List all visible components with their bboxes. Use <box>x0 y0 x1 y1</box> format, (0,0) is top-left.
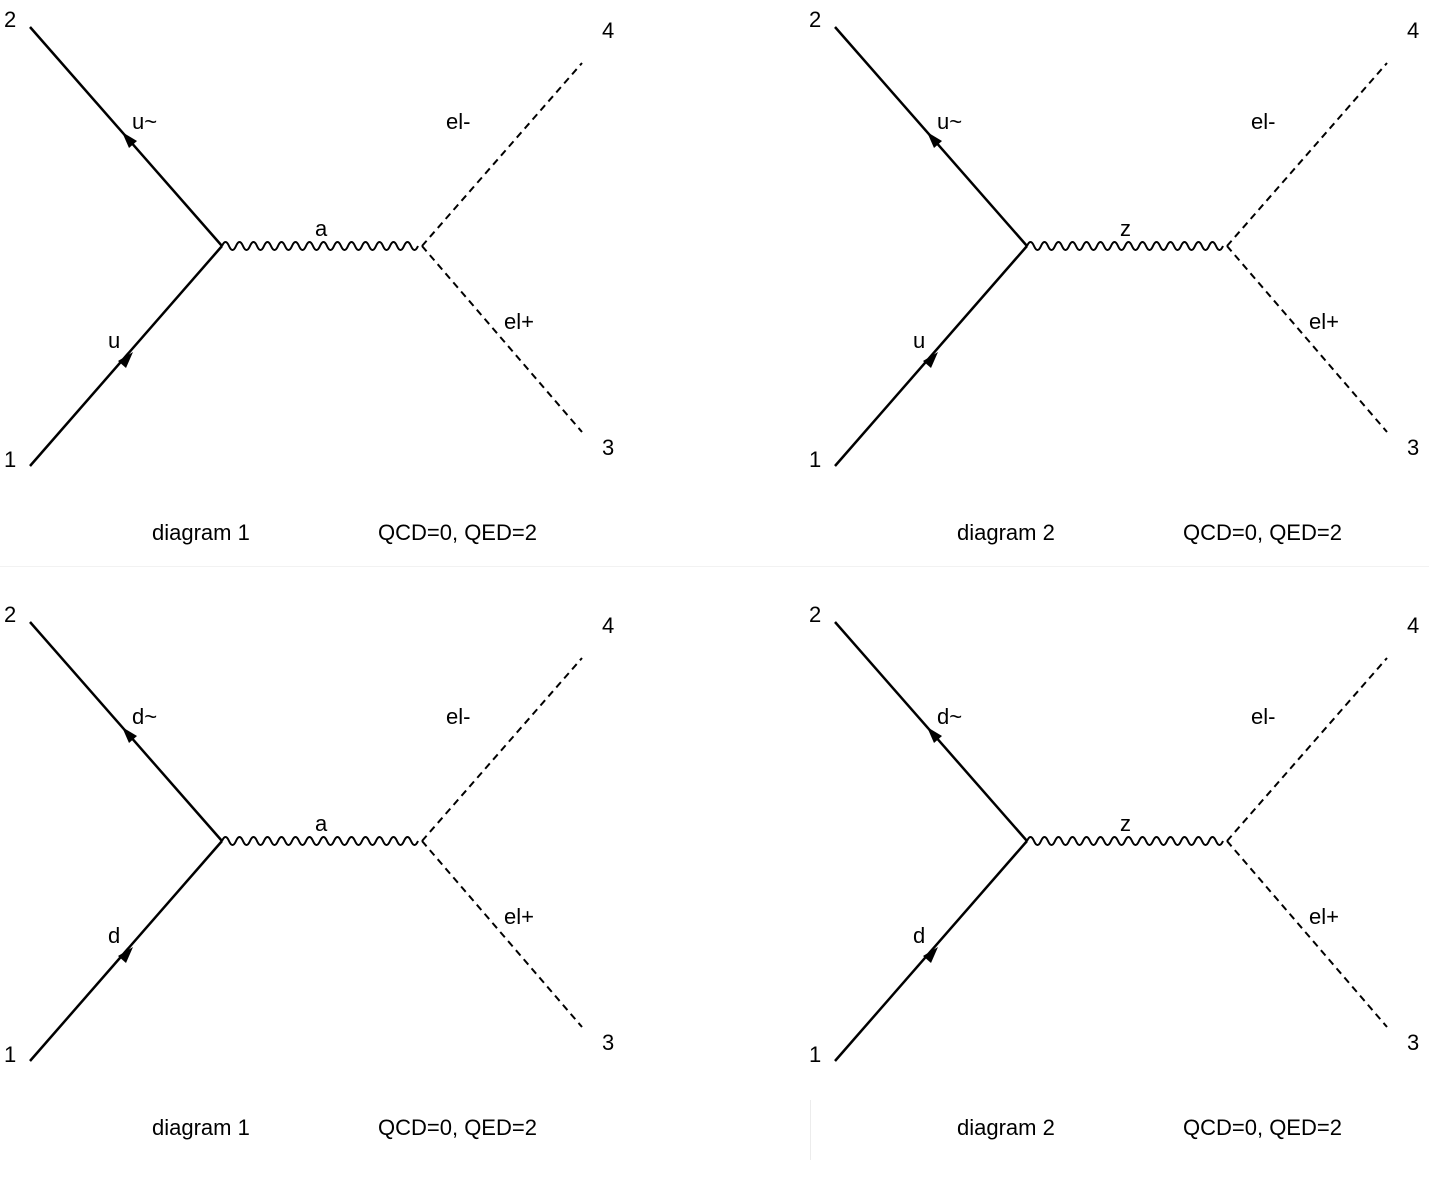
diagram-caption: diagram 1 <box>152 520 250 545</box>
external-leg-label-4: 4 <box>1407 18 1419 43</box>
fermion-arrow <box>927 132 942 148</box>
panel-separator <box>0 566 1429 567</box>
fermion-arrow <box>122 132 137 148</box>
fermion-arrow <box>923 352 938 368</box>
lepton-line-out-minus <box>1226 657 1388 842</box>
lepton-plus-label: el+ <box>504 309 534 334</box>
external-leg-label-1: 1 <box>809 1042 821 1067</box>
antiquark-label: d~ <box>132 704 157 729</box>
coupling-orders: QCD=0, QED=2 <box>378 520 537 545</box>
external-leg-label-3: 3 <box>1407 1030 1419 1055</box>
antiquark-label: d~ <box>937 704 962 729</box>
feynman-diagram: 2 1 4 3 u~ u a el- el+ diagram 1 QCD=0, … <box>4 7 614 545</box>
quark-label: u <box>108 328 120 353</box>
antiquark-label: u~ <box>937 109 962 134</box>
lepton-line-out-plus <box>1226 840 1388 1028</box>
diagram-caption: diagram 1 <box>152 1115 250 1140</box>
quark-label: d <box>108 923 120 948</box>
feynman-diagram: 2 1 4 3 d~ d z el- el+ diagram 2 QCD=0, … <box>809 602 1419 1140</box>
lepton-line-out-plus <box>421 245 583 433</box>
antiquark-label: u~ <box>132 109 157 134</box>
lepton-minus-label: el- <box>1251 109 1275 134</box>
quark-label: u <box>913 328 925 353</box>
quark-line-in <box>834 840 1028 1062</box>
diagram-caption: diagram 2 <box>957 520 1055 545</box>
external-leg-label-2: 2 <box>4 7 16 32</box>
external-leg-label-3: 3 <box>1407 435 1419 460</box>
coupling-orders: QCD=0, QED=2 <box>1183 520 1342 545</box>
panel-separator <box>810 1100 811 1160</box>
feynman-diagram: 2 1 4 3 d~ d a el- el+ diagram 1 QCD=0, … <box>4 602 614 1140</box>
external-leg-label-2: 2 <box>809 602 821 627</box>
quark-line-in <box>29 245 223 467</box>
feynman-diagram-panel: 2 1 4 3 d~ d z el- el+ diagram 2 QCD=0, … <box>805 595 1429 1182</box>
feynman-diagram: 2 1 4 3 u~ u z el- el+ diagram 2 QCD=0, … <box>809 7 1419 545</box>
external-leg-label-2: 2 <box>809 7 821 32</box>
external-leg-label-3: 3 <box>602 435 614 460</box>
quark-line-in <box>29 840 223 1062</box>
propagator-label: z <box>1120 811 1131 836</box>
lepton-minus-label: el- <box>446 109 470 134</box>
external-leg-label-1: 1 <box>809 447 821 472</box>
external-leg-label-2: 2 <box>4 602 16 627</box>
fermion-arrow <box>118 947 133 963</box>
feynman-diagram-panel: 2 1 4 3 d~ d a el- el+ diagram 1 QCD=0, … <box>0 595 714 1182</box>
external-leg-label-1: 1 <box>4 447 16 472</box>
fermion-arrow <box>122 727 137 743</box>
lepton-plus-label: el+ <box>1309 904 1339 929</box>
feynman-diagram-panel: 2 1 4 3 u~ u a el- el+ diagram 1 QCD=0, … <box>0 0 714 587</box>
fermion-arrow <box>118 352 133 368</box>
quark-label: d <box>913 923 925 948</box>
lepton-plus-label: el+ <box>1309 309 1339 334</box>
external-leg-label-4: 4 <box>1407 613 1419 638</box>
boson-propagator <box>221 241 419 251</box>
boson-propagator <box>1026 836 1224 846</box>
lepton-minus-label: el- <box>1251 704 1275 729</box>
feynman-diagram-panel: 2 1 4 3 u~ u z el- el+ diagram 2 QCD=0, … <box>805 0 1429 587</box>
lepton-line-out-minus <box>1226 62 1388 247</box>
boson-propagator <box>1026 241 1224 251</box>
quark-line-in <box>834 245 1028 467</box>
coupling-orders: QCD=0, QED=2 <box>378 1115 537 1140</box>
diagram-caption: diagram 2 <box>957 1115 1055 1140</box>
fermion-arrow <box>927 727 942 743</box>
lepton-minus-label: el- <box>446 704 470 729</box>
lepton-plus-label: el+ <box>504 904 534 929</box>
external-leg-label-1: 1 <box>4 1042 16 1067</box>
propagator-label: a <box>315 811 328 836</box>
coupling-orders: QCD=0, QED=2 <box>1183 1115 1342 1140</box>
lepton-line-out-plus <box>421 840 583 1028</box>
propagator-label: z <box>1120 216 1131 241</box>
propagator-label: a <box>315 216 328 241</box>
lepton-line-out-plus <box>1226 245 1388 433</box>
boson-propagator <box>221 836 419 846</box>
external-leg-label-3: 3 <box>602 1030 614 1055</box>
lepton-line-out-minus <box>421 657 583 842</box>
external-leg-label-4: 4 <box>602 18 614 43</box>
lepton-line-out-minus <box>421 62 583 247</box>
external-leg-label-4: 4 <box>602 613 614 638</box>
fermion-arrow <box>923 947 938 963</box>
